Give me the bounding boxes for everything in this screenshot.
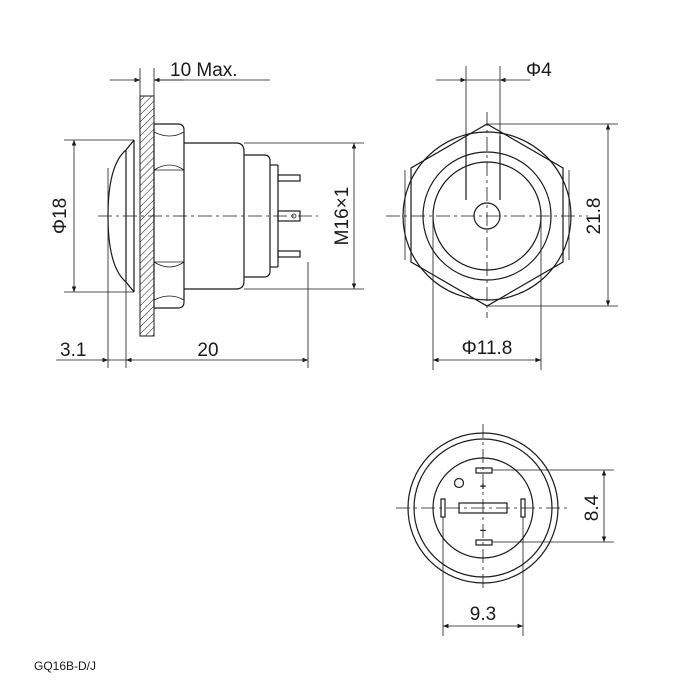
switch-body (184, 142, 245, 290)
side-view: 10 Max. Φ18 M16×1 3.1 20 (50, 60, 364, 368)
dim-20: 20 (197, 340, 218, 361)
terminal-negative (475, 539, 493, 546)
terminal-middle (458, 502, 508, 514)
dim-10-max: 10 Max. (170, 60, 238, 81)
minus-symbol: − (480, 525, 486, 537)
dim-9-3: 9.3 (470, 604, 496, 625)
dim-phi11-8: Φ11.8 (462, 338, 513, 359)
dim-phi18: Φ18 (50, 198, 71, 234)
front-view: Φ4 21.8 Φ11.8 (386, 60, 618, 370)
dim-8-4: 8.4 (582, 494, 603, 521)
dim-phi4: Φ4 (526, 60, 552, 81)
dim-21-8: 21.8 (584, 198, 605, 235)
plus-symbol: + (480, 481, 486, 493)
model-label: GQ16B-D/J (34, 659, 96, 673)
rear-small-hole (453, 477, 465, 489)
dim-3-1: 3.1 (60, 340, 86, 361)
dim-m16x1: M16×1 (332, 187, 353, 246)
rear-view: + − 8.4 9.3 (396, 424, 614, 636)
terminal-positive (475, 467, 493, 474)
